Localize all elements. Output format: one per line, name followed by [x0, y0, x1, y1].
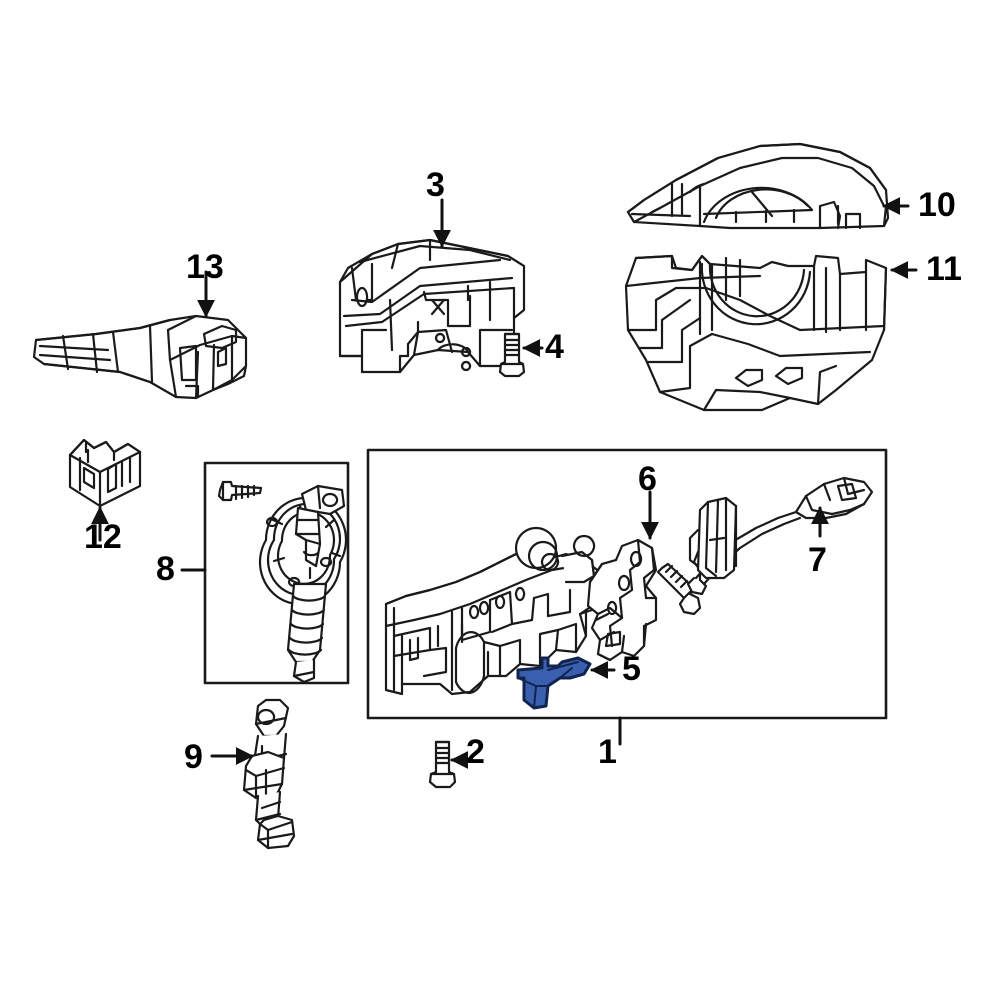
- part-multifunction-switch-lever: [32, 314, 248, 400]
- callout-label-9[interactable]: 9: [184, 738, 203, 776]
- callout-label-7[interactable]: 7: [808, 541, 827, 579]
- part-lower-column-shroud: [624, 254, 888, 412]
- callout-label-3[interactable]: 3: [426, 166, 445, 204]
- callout-leaders: [91, 197, 918, 769]
- part-column-mounting-bolt: [428, 740, 457, 789]
- part-upper-column-shroud: [626, 142, 890, 230]
- part-steering-column-upper-cover: [338, 238, 526, 374]
- callout-label-12[interactable]: 12: [84, 518, 122, 556]
- part-steering-column-assembly: [384, 526, 618, 696]
- callout-label-1[interactable]: 1: [598, 733, 617, 771]
- part-cover-screw: [498, 332, 526, 378]
- part-column-lock-actuator-highlighted: [516, 656, 592, 710]
- callout-label-6[interactable]: 6: [638, 460, 657, 498]
- callout-label-5[interactable]: 5: [622, 650, 641, 688]
- part-clockspring-and-boot-assembly: [217, 480, 348, 684]
- callout-label-11[interactable]: 11: [926, 250, 962, 288]
- callout-label-10[interactable]: 10: [918, 186, 956, 224]
- callout-label-4[interactable]: 4: [545, 328, 564, 366]
- callout-label-2[interactable]: 2: [466, 733, 485, 771]
- part-intermediate-shaft: [242, 698, 296, 850]
- callout-label-13[interactable]: 13: [186, 248, 224, 286]
- callout-label-8[interactable]: 8: [156, 550, 175, 588]
- part-ignition-switch-connector: [68, 438, 142, 508]
- part-column-support-bracket: [586, 538, 658, 662]
